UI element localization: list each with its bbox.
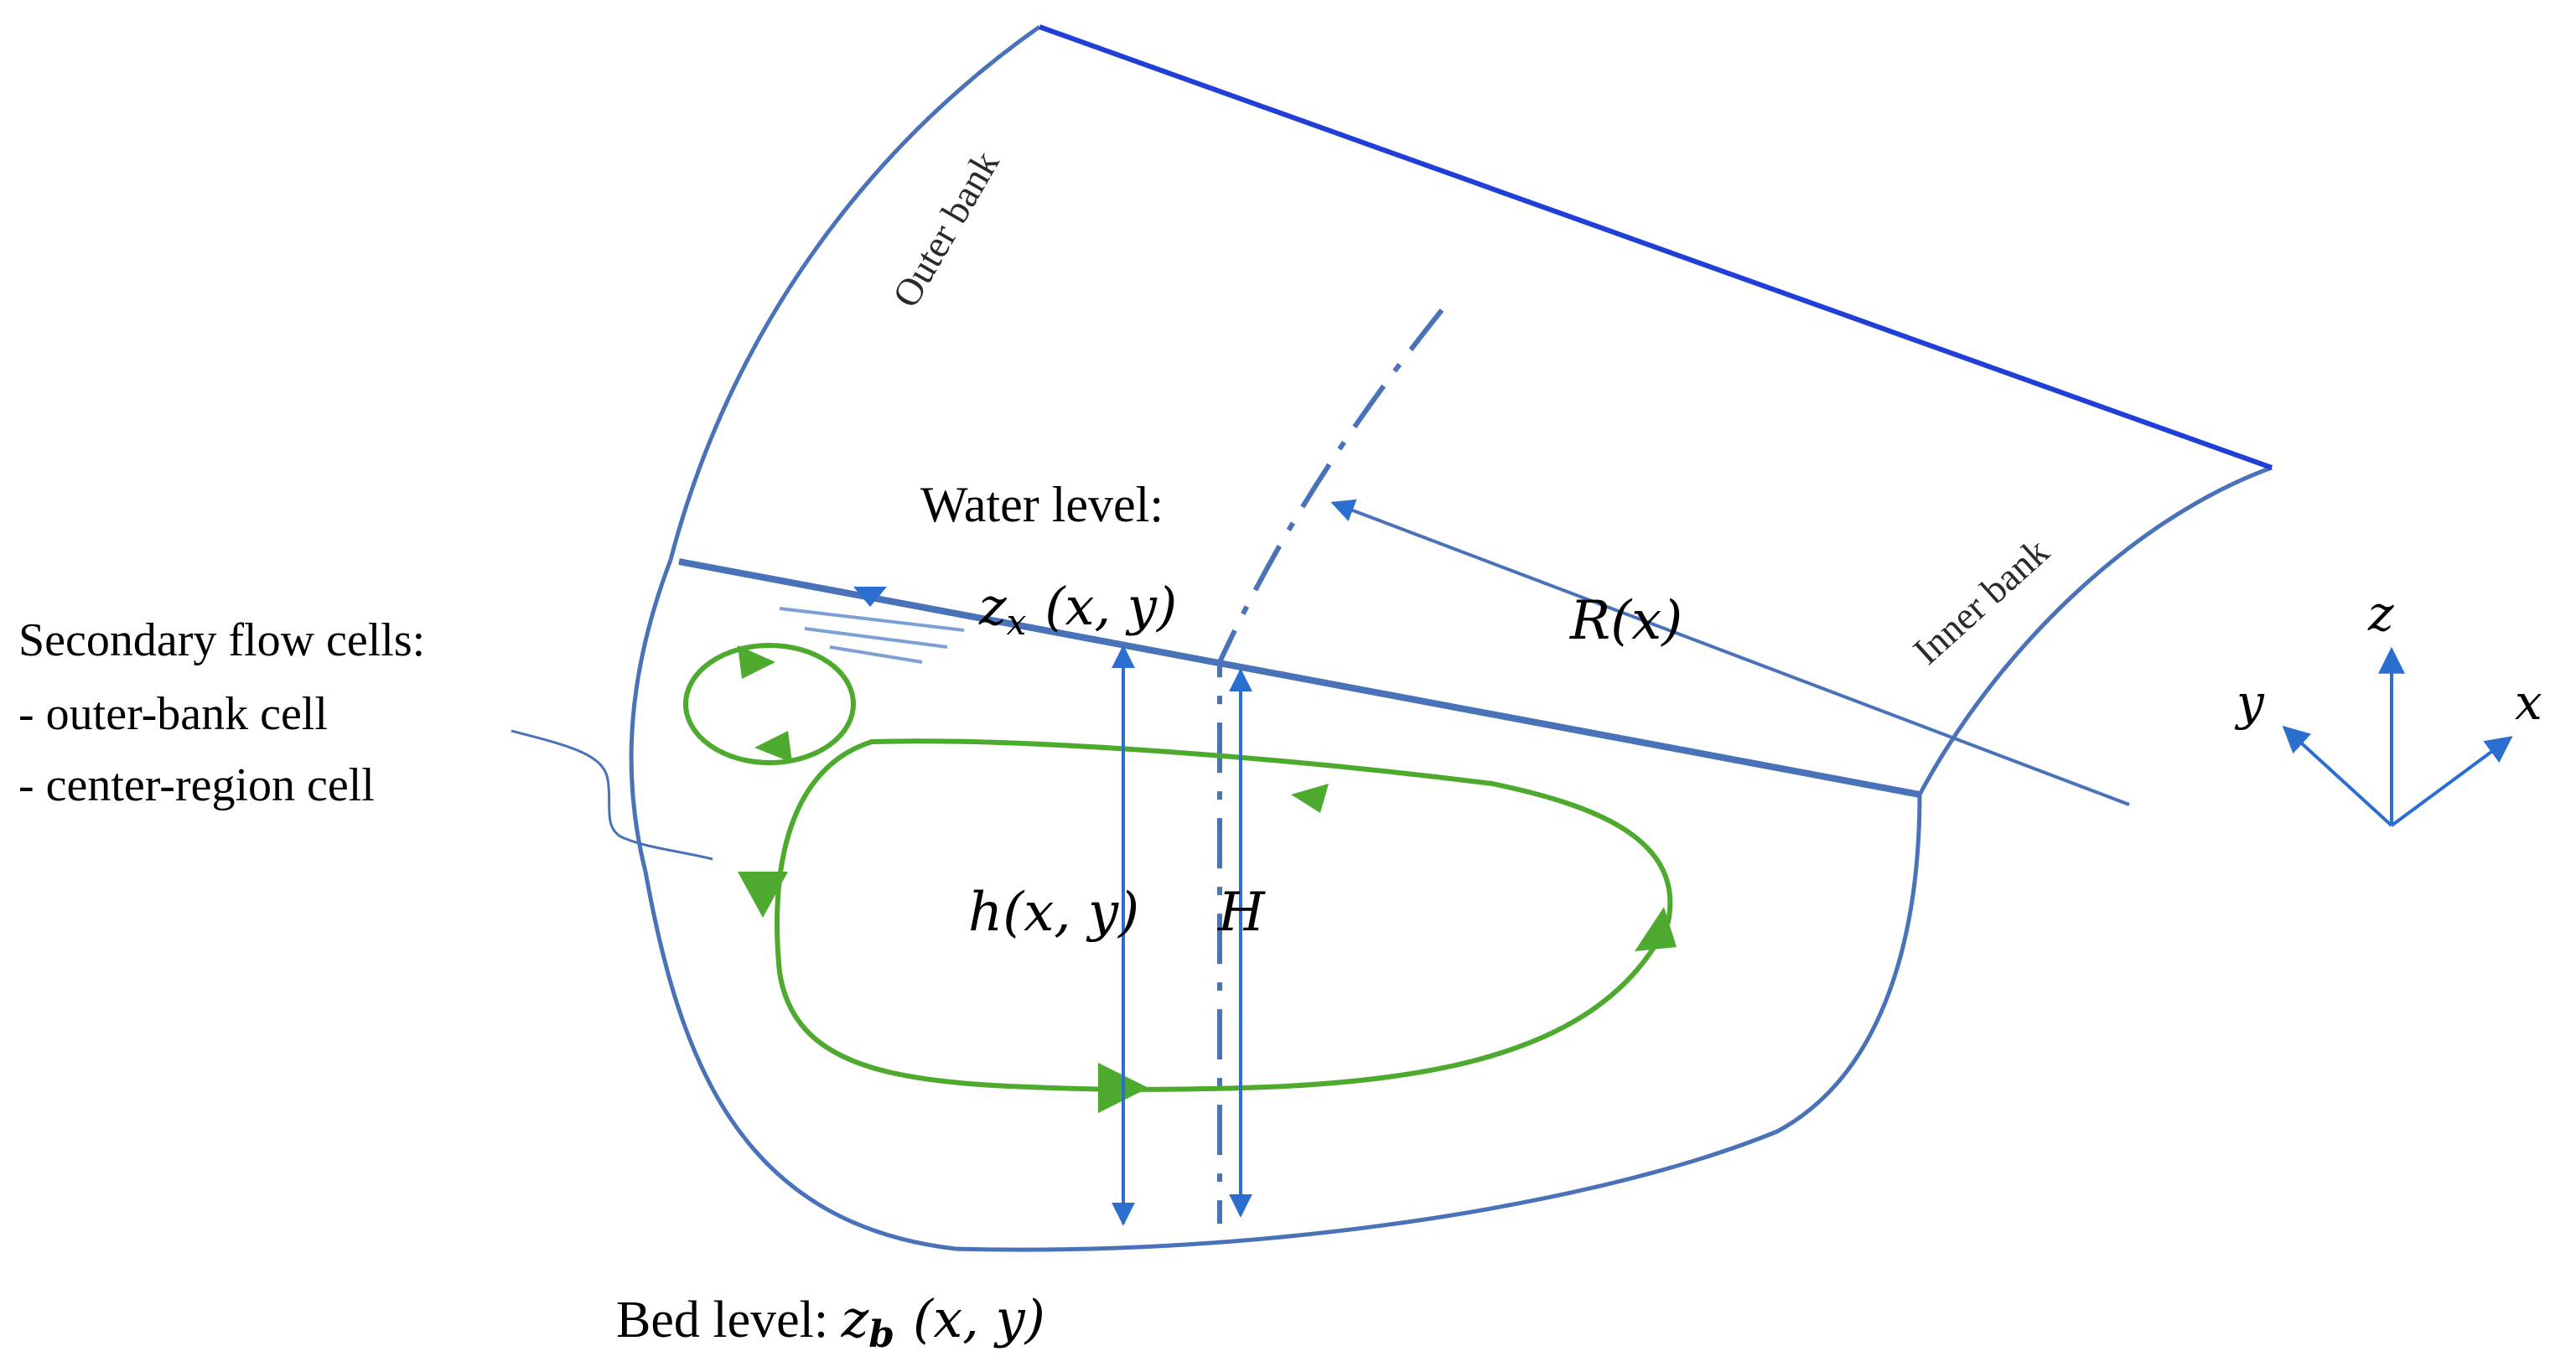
outer-bank-edge — [668, 24, 1041, 561]
flow-arrow-2 — [754, 731, 792, 763]
outer-bank-label: Outer bank — [884, 143, 1007, 314]
bed-level-label: Bed level: zb(x, y) — [616, 1288, 1045, 1356]
axes-icon — [2282, 646, 2513, 827]
flow-arrow-5 — [1635, 907, 1677, 951]
water-surface-line — [678, 558, 1920, 798]
flow-arrow-6 — [1291, 784, 1329, 813]
outer-bank-cell — [683, 643, 856, 765]
depth-label: h(x, y) — [968, 882, 1139, 944]
secondary-flow-item-center: - center-region cell — [18, 759, 375, 811]
flow-arrow-heads — [738, 645, 1677, 1113]
y-axis — [2282, 725, 2393, 827]
outer-bank-wall — [629, 559, 673, 872]
water-level-label: Water level: — [920, 477, 1164, 532]
water-level-symbol-icon — [779, 587, 965, 664]
radius-label: R(x) — [1569, 590, 1682, 652]
center-region-cell — [775, 738, 1673, 1093]
x-axis — [2390, 736, 2513, 827]
x-axis-label: x — [2515, 674, 2542, 731]
channel-bed — [643, 794, 1922, 1252]
radius-line — [1330, 499, 2130, 806]
secondary-flow-title: Secondary flow cells: — [18, 614, 425, 666]
secondary-flow-leader — [511, 729, 713, 861]
flow-arrow-3 — [738, 872, 788, 918]
channel-centerline — [1217, 308, 1444, 1224]
inner-bank-edge — [1917, 465, 2273, 796]
flow-arrow-1 — [738, 645, 775, 679]
channel-outline — [629, 24, 2273, 1252]
inner-bank-label: Inner bank — [1905, 530, 2057, 672]
top-edge-line — [1038, 24, 2273, 470]
flow-cells — [683, 643, 1673, 1093]
mean-depth-label: H — [1217, 882, 1266, 944]
y-axis-label: y — [2234, 674, 2265, 731]
z-axis-label: z — [2367, 585, 2394, 642]
secondary-flow-item-outer: - outer-bank cell — [18, 688, 328, 740]
water-level-expression: zx(x, y) — [978, 576, 1177, 643]
